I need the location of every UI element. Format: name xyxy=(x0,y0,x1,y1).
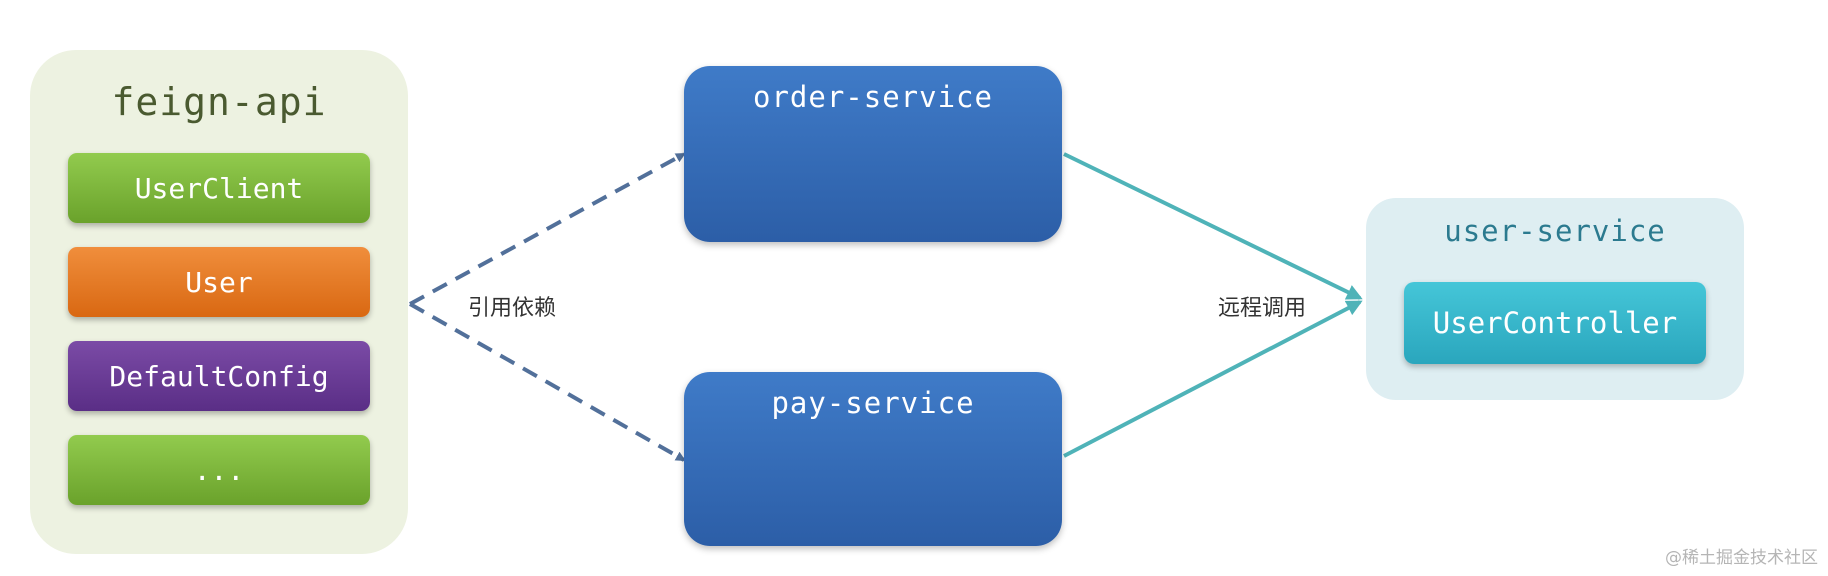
remote-edge-from-order xyxy=(1063,152,1363,300)
user-chip: User xyxy=(68,247,370,317)
order-service-title: order-service xyxy=(753,80,993,114)
more-items-chip: ... xyxy=(68,435,370,505)
remote-edge-from-pay xyxy=(1063,300,1363,458)
user-client-chip: UserClient xyxy=(68,153,370,223)
feign-api-title: feign-api xyxy=(111,80,327,124)
watermark: @稀土掘金技术社区 xyxy=(1665,548,1818,568)
user-service-module: user-service UserController xyxy=(1366,198,1744,400)
pay-service-title: pay-service xyxy=(771,386,975,420)
pay-service-box: pay-service xyxy=(684,372,1062,546)
dependency-label: 引用依赖 xyxy=(468,296,557,321)
order-service-box: order-service xyxy=(684,66,1062,242)
remote-call-label: 远程调用 xyxy=(1218,296,1307,321)
user-service-title: user-service xyxy=(1444,214,1666,248)
user-controller-chip: UserController xyxy=(1404,282,1706,364)
feign-api-module: feign-api UserClient User DefaultConfig … xyxy=(30,50,408,554)
default-config-chip: DefaultConfig xyxy=(68,341,370,411)
dependency-edge-to-pay xyxy=(409,302,686,462)
dependency-edge-to-order xyxy=(409,152,686,306)
